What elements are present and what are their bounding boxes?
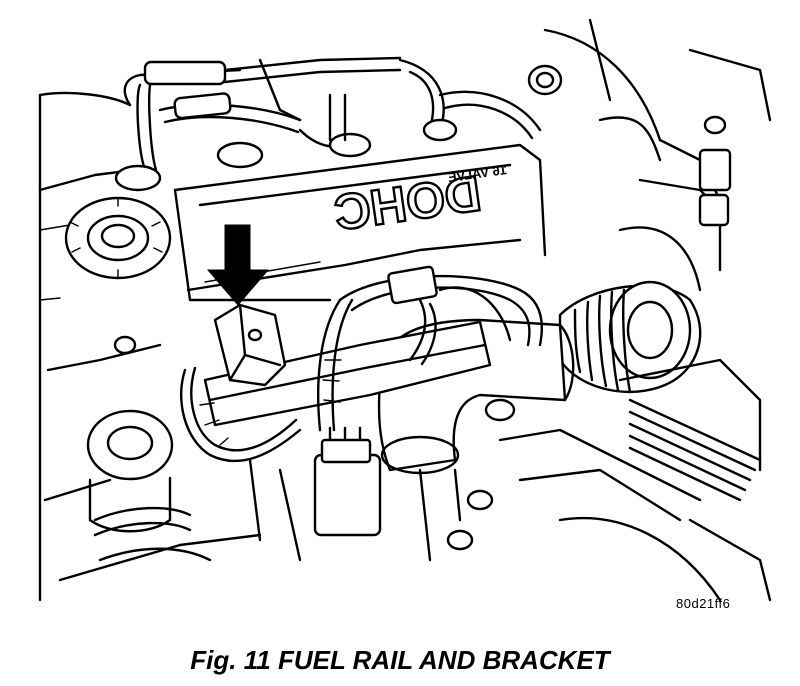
pointer-arrow xyxy=(206,224,270,306)
reservoir-cap xyxy=(86,409,174,533)
engine-illustration: DOHC 16 VALVE xyxy=(38,18,772,602)
vacuum-lines xyxy=(114,56,542,192)
electrical-connector xyxy=(313,265,438,537)
cam-cover-lettering: DOHC 16 VALVE xyxy=(330,162,508,242)
engine-block-left xyxy=(38,91,262,602)
wiring-harness xyxy=(179,274,543,463)
corrugated-air-hose xyxy=(558,280,702,394)
oil-filler-cap xyxy=(64,196,172,280)
figure-code: 80d21ff6 xyxy=(676,596,731,611)
lower-components xyxy=(113,335,722,602)
cam-cover xyxy=(173,143,547,302)
fuel-rail-bracket xyxy=(213,303,287,387)
hose-clamp xyxy=(93,506,212,562)
figure-caption: Fig. 11 FUEL RAIL AND BRACKET xyxy=(190,645,610,675)
intake-runners xyxy=(618,358,772,602)
air-intake-duct xyxy=(527,18,772,292)
